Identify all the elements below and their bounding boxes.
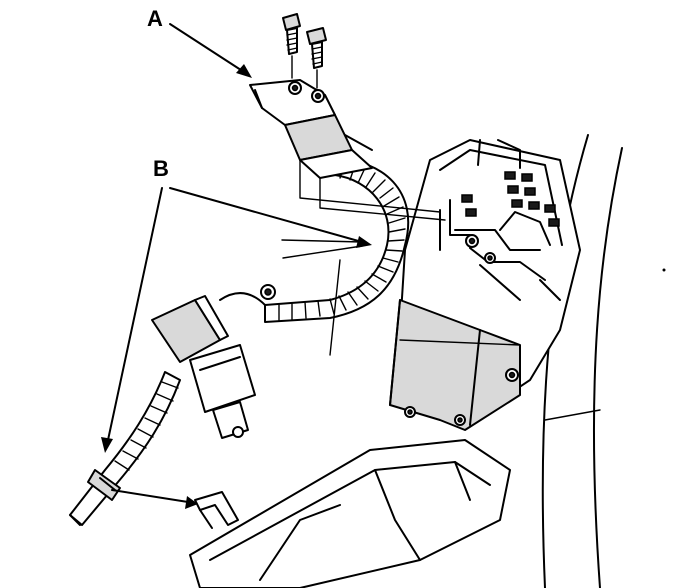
leader-extra-lines xyxy=(281,239,363,259)
bolt-left xyxy=(282,13,301,79)
callout-label-b: B xyxy=(153,156,169,181)
leader-clip xyxy=(111,489,198,509)
harness-connector-left xyxy=(151,284,276,439)
component-a-bracket xyxy=(249,79,373,179)
leader-b-right xyxy=(169,187,372,248)
fuse-relay-box xyxy=(389,139,581,431)
harness-b-left xyxy=(69,371,181,526)
leader-b-left xyxy=(101,187,163,453)
bolt-right xyxy=(306,27,327,89)
callout-label-a: A xyxy=(147,6,163,31)
leader-a xyxy=(169,23,252,78)
battery-tray xyxy=(189,439,511,588)
harness-b xyxy=(264,159,410,323)
harness-clip-bracket xyxy=(194,491,239,529)
harness-leads xyxy=(299,159,521,356)
